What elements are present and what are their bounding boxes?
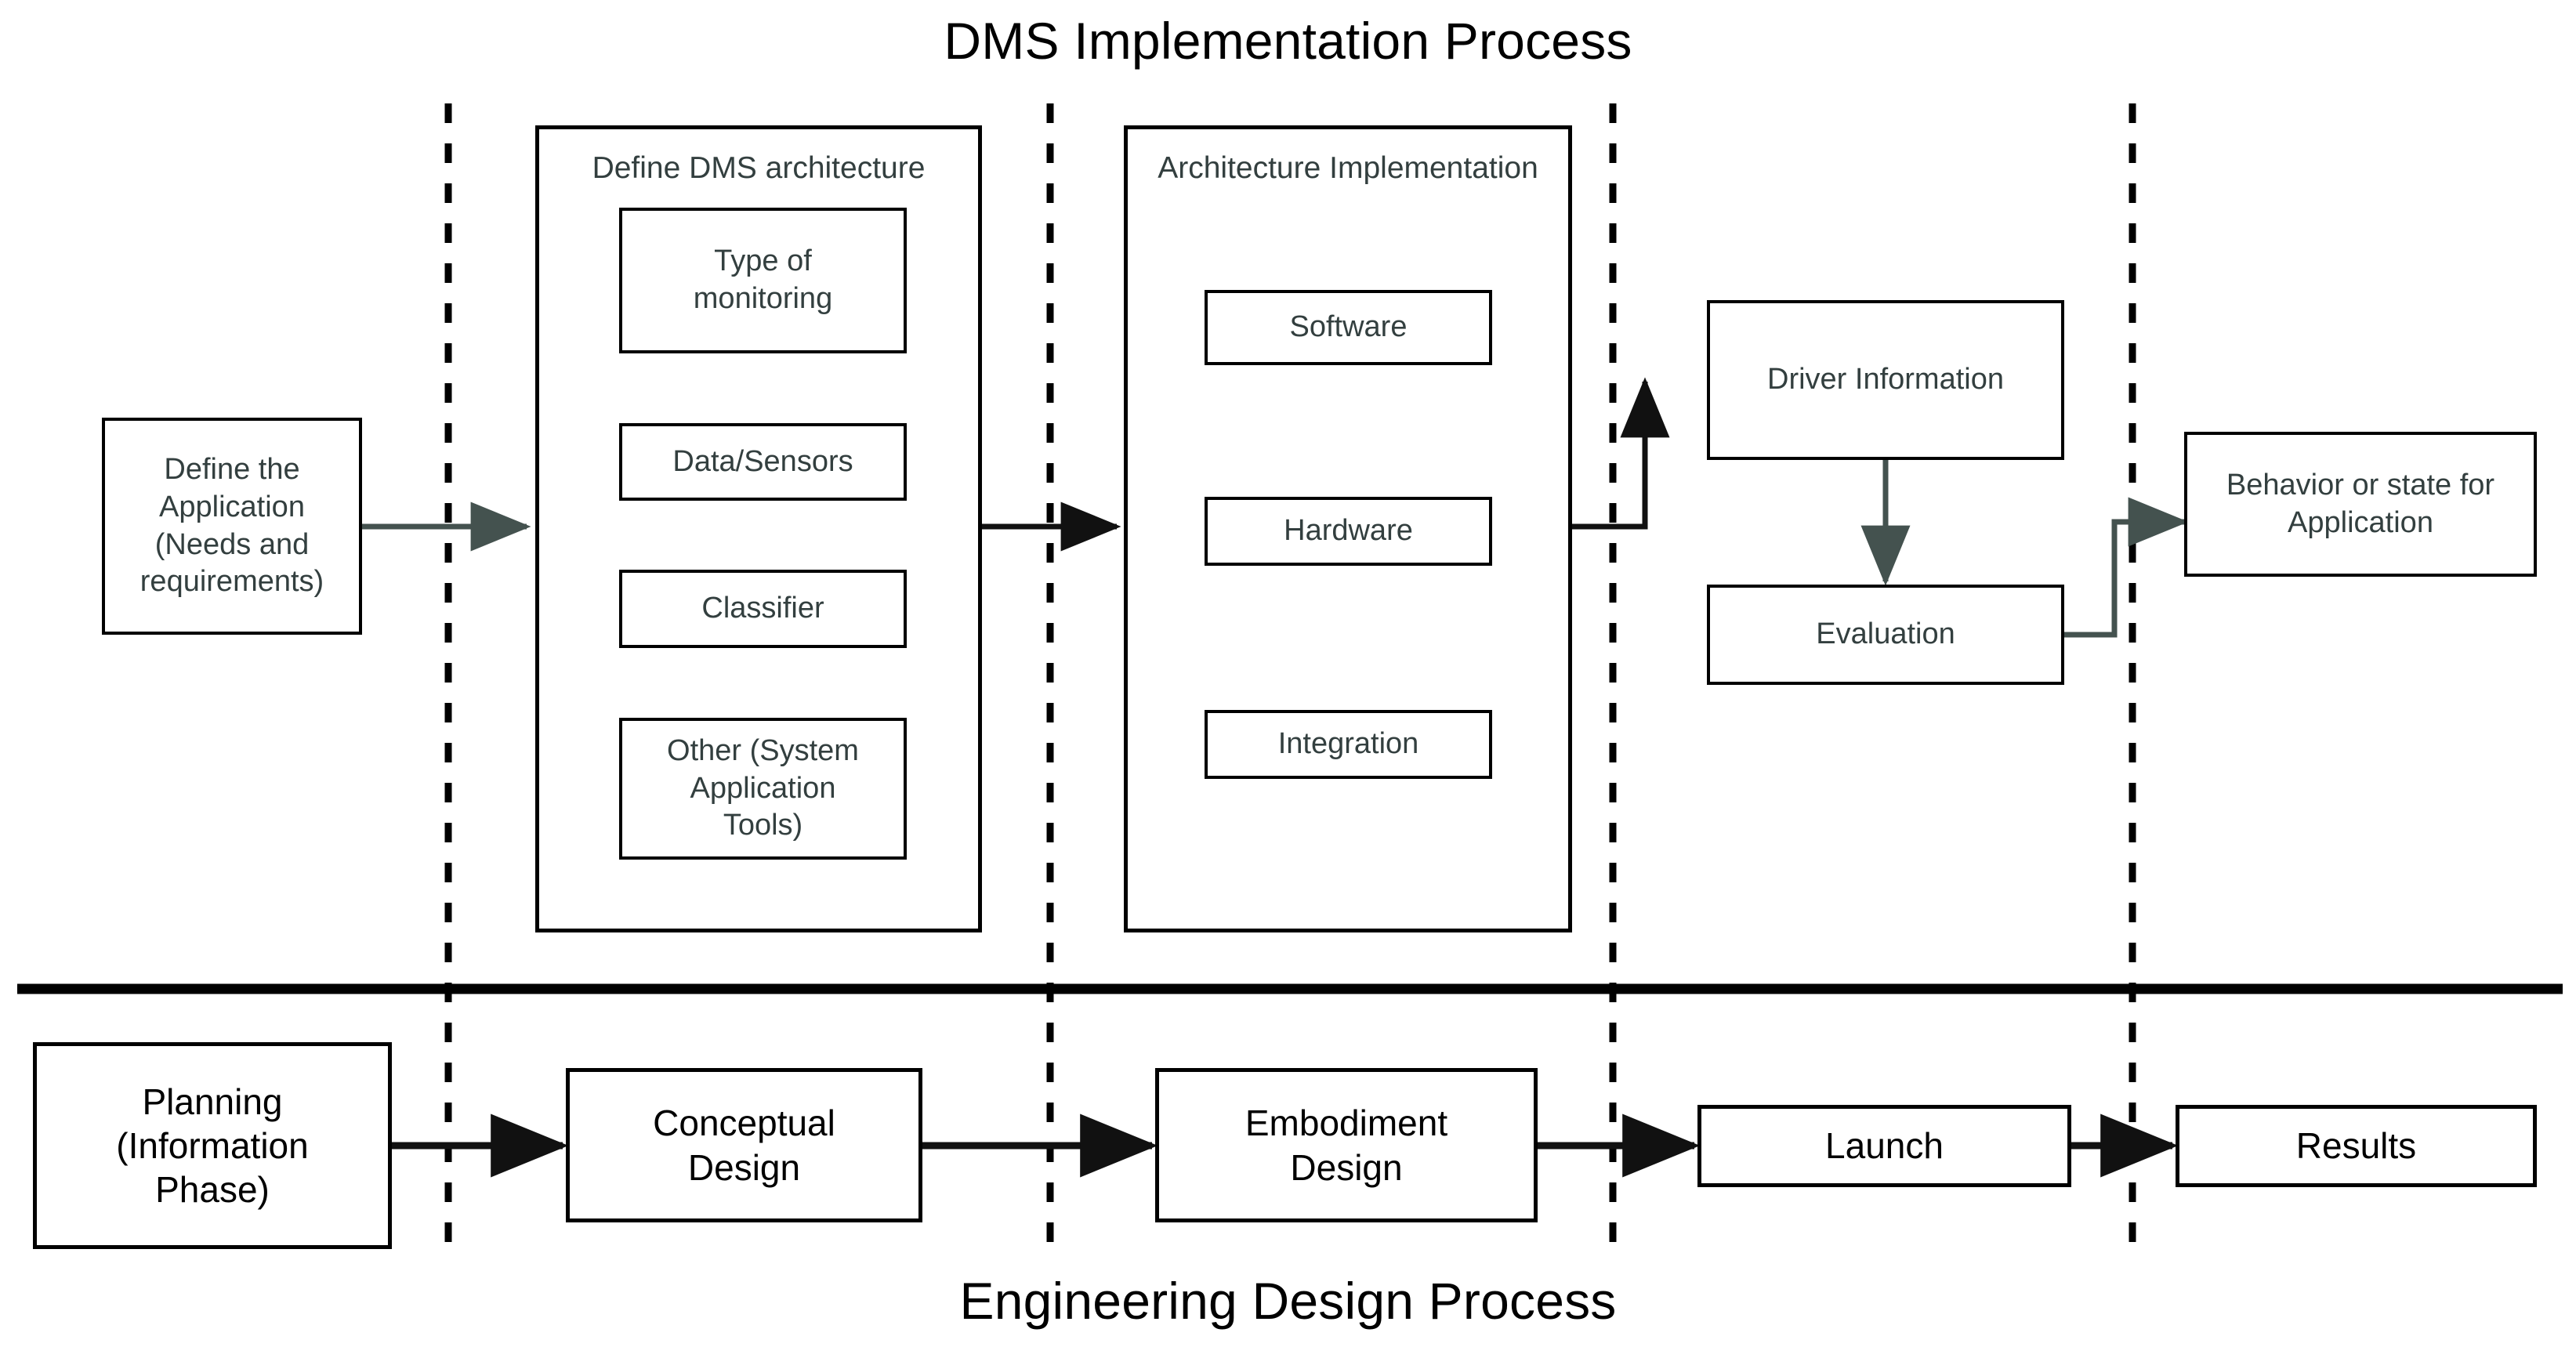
arrow-group2-to-driver-information [1567,377,1670,530]
node-label: Other (System Application Tools) [667,733,859,842]
node-label: Software [1289,310,1408,344]
group-label-define-dms-architecture: Define DMS architecture [592,151,926,185]
node-label: Results [2295,1125,2417,1167]
page-title-bottom: Engineering Design Process [959,1272,1617,1330]
node-label: Embodiment Design [1245,1103,1448,1188]
node-label: Data/Sensors [672,444,853,478]
node-label: Integration [1277,727,1419,761]
group-label-architecture-implementation: Architecture Implementation [1158,151,1538,185]
node-label: Type of monitoring [693,244,833,315]
node-results[interactable]: Results [2176,1105,2537,1187]
arrow-evaluation-to-behavior-state [2064,497,2189,638]
node-planning-information-phase[interactable]: Planning (Information Phase) [33,1042,392,1249]
node-label: Driver Information [1767,363,2004,396]
node-integration[interactable]: Integration [1205,710,1492,779]
node-behavior-or-state-for-application[interactable]: Behavior or state for Application [2184,432,2537,577]
node-classifier[interactable]: Classifier [619,570,907,648]
node-hardware[interactable]: Hardware [1205,497,1492,566]
page-title-top: DMS Implementation Process [944,12,1632,70]
node-label: Classifier [701,592,824,625]
node-define-the-application[interactable]: Define the Application (Needs and requir… [102,418,362,635]
node-label: Behavior or state for Application [2226,468,2495,539]
node-data-sensors[interactable]: Data/Sensors [619,423,907,501]
node-embodiment-design[interactable]: Embodiment Design [1155,1068,1538,1222]
node-launch[interactable]: Launch [1697,1105,2071,1187]
node-label: Hardware [1284,514,1413,548]
node-other-system-application-tools[interactable]: Other (System Application Tools) [619,718,907,860]
node-label: Evaluation [1816,617,1955,651]
node-label: Planning (Information Phase) [116,1081,309,1211]
node-label: Conceptual Design [653,1103,835,1188]
node-conceptual-design[interactable]: Conceptual Design [566,1068,922,1222]
node-software[interactable]: Software [1205,290,1492,365]
node-driver-information[interactable]: Driver Information [1707,300,2064,460]
node-label: Define the Application (Needs and requir… [139,452,324,599]
node-evaluation[interactable]: Evaluation [1707,585,2064,685]
node-type-of-monitoring[interactable]: Type of monitoring [619,208,907,353]
node-label: Launch [1825,1125,1944,1167]
